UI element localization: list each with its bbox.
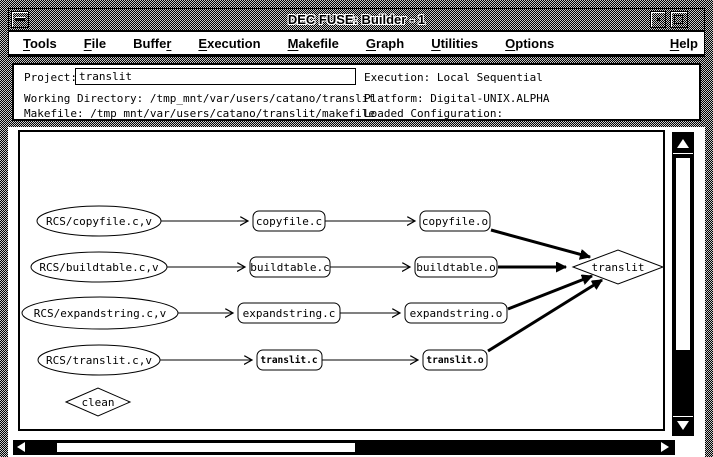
menu-options[interactable]: Options: [505, 35, 555, 51]
minimize-icon: [657, 18, 660, 21]
project-label: Project:: [24, 71, 77, 84]
up-arrow-icon: [677, 139, 689, 148]
node-buildtable-o[interactable]: buildtable.o: [414, 256, 498, 278]
svg-text:expandstring.o: expandstring.o: [410, 307, 503, 320]
maximize-button[interactable]: [670, 11, 688, 28]
execution-mode: Execution: Local Sequential: [364, 71, 543, 84]
edge-copyfile-o-to-translit: [490, 228, 590, 257]
svg-text:RCS/copyfile.c,v: RCS/copyfile.c,v: [46, 215, 152, 228]
loaded-configuration: Loaded Configuration:: [364, 107, 504, 120]
node-expandstring-c[interactable]: expandstring.c: [237, 302, 341, 324]
node-translit-target[interactable]: translit: [571, 249, 663, 285]
svg-text:translit.o: translit.o: [426, 355, 483, 366]
scroll-up-button[interactable]: [673, 133, 693, 154]
menu-tools[interactable]: Tools: [23, 35, 57, 51]
svg-text:translit: translit: [592, 261, 645, 274]
working-directory: Working Directory: /tmp_mnt/var/users/ca…: [24, 92, 376, 105]
menu-execution[interactable]: Execution: [198, 35, 261, 51]
menu-makefile[interactable]: Makefile: [287, 35, 339, 51]
dependency-graph-canvas[interactable]: RCS/copyfile.c,v RCS/buildtable.c,v RCS/…: [18, 130, 665, 431]
node-rcs-expandstring[interactable]: RCS/expandstring.c,v: [21, 296, 179, 330]
makefile: Makefile: /tmp_mnt/var/users/catano/tran…: [24, 107, 376, 120]
edge-translit-o-to-translit: [487, 278, 602, 353]
project-info-panel: Project: Working Directory: /tmp_mnt/var…: [12, 63, 701, 121]
node-rcs-copyfile[interactable]: RCS/copyfile.c,v: [36, 205, 162, 237]
svg-text:buildtable.o: buildtable.o: [416, 261, 495, 274]
horizontal-scrollbar-thumb[interactable]: [56, 442, 356, 453]
menu-bar: Tools File Buffer Execution Makefile Gra…: [8, 31, 705, 57]
scroll-right-button[interactable]: [657, 441, 674, 454]
down-arrow-icon: [677, 421, 689, 430]
svg-text:buildtable.c: buildtable.c: [250, 261, 329, 274]
node-copyfile-c[interactable]: copyfile.c: [252, 210, 326, 232]
node-copyfile-o[interactable]: copyfile.o: [419, 210, 491, 232]
window-menu-button[interactable]: [11, 11, 29, 28]
menu-help[interactable]: Help: [669, 35, 698, 51]
vertical-scrollbar[interactable]: [672, 132, 694, 436]
node-translit-o[interactable]: translit.o: [422, 349, 488, 371]
graph-work-area: RCS/copyfile.c,v RCS/buildtable.c,v RCS/…: [8, 127, 705, 457]
right-arrow-icon: [661, 442, 669, 452]
vertical-scrollbar-thumb[interactable]: [675, 157, 691, 351]
menu-buffer[interactable]: Buffer: [133, 35, 172, 51]
project-input[interactable]: [75, 68, 356, 85]
platform: Platform: Digital-UNIX.ALPHA: [364, 92, 550, 105]
minimize-button[interactable]: [650, 11, 666, 28]
menu-graph[interactable]: Graph: [365, 35, 405, 51]
title-bar[interactable]: DEC FUSE: Builder - 1: [8, 8, 705, 31]
window-menu-icon: [15, 18, 25, 21]
maximize-icon: [674, 15, 683, 24]
svg-text:clean: clean: [81, 396, 114, 409]
scroll-left-button[interactable]: [14, 441, 30, 454]
menu-file[interactable]: File: [83, 35, 107, 51]
edge-expandstring-o-to-translit: [507, 276, 592, 311]
scroll-down-button[interactable]: [673, 416, 693, 435]
svg-text:RCS/translit.c,v: RCS/translit.c,v: [46, 354, 152, 367]
node-translit-c[interactable]: translit.c: [256, 349, 323, 371]
svg-text:RCS/expandstring.c,v: RCS/expandstring.c,v: [34, 307, 167, 320]
node-expandstring-o[interactable]: expandstring.o: [404, 302, 508, 324]
node-clean-target[interactable]: clean: [64, 387, 132, 417]
svg-text:copyfile.o: copyfile.o: [422, 215, 488, 228]
node-rcs-translit[interactable]: RCS/translit.c,v: [37, 344, 161, 376]
left-arrow-icon: [17, 442, 25, 452]
svg-text:copyfile.c: copyfile.c: [256, 215, 322, 228]
svg-text:RCS/buildtable.c,v: RCS/buildtable.c,v: [39, 261, 159, 274]
svg-text:expandstring.c: expandstring.c: [243, 307, 336, 320]
node-buildtable-c[interactable]: buildtable.c: [249, 256, 331, 278]
window-title: DEC FUSE: Builder - 1: [287, 12, 426, 27]
menu-utilities[interactable]: Utilities: [431, 35, 479, 51]
horizontal-scrollbar[interactable]: [13, 440, 675, 455]
svg-text:translit.c: translit.c: [260, 355, 317, 366]
node-rcs-buildtable[interactable]: RCS/buildtable.c,v: [30, 251, 168, 283]
